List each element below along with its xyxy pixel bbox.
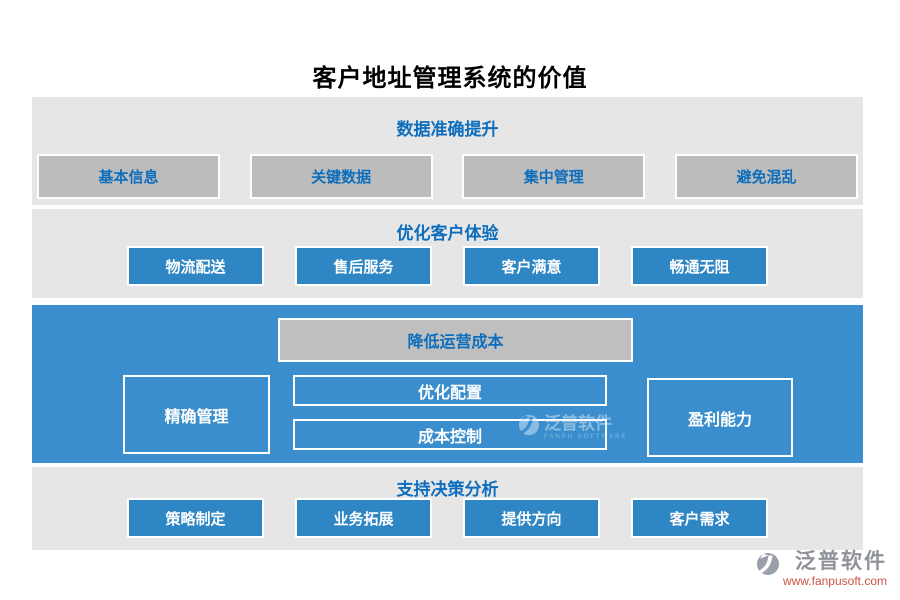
box-after-sales-service: 售后服务	[295, 246, 432, 286]
box-cost-control: 成本控制	[293, 419, 607, 450]
section-header-data-accuracy: 数据准确提升	[396, 120, 499, 139]
box-logistics-delivery: 物流配送	[127, 246, 264, 286]
fanpu-logo-icon	[756, 551, 780, 582]
page-title: 客户地址管理系统的价值	[312, 65, 588, 92]
fanpu-logo-text: 泛普软件 www.fanpusoft.com	[783, 551, 887, 587]
row-data-accuracy: 基本信息 关键数据 集中管理 避免混乱	[32, 154, 863, 199]
box-profitability: 盈利能力	[647, 378, 793, 457]
box-basic-info: 基本信息	[37, 154, 220, 199]
box-avoid-confusion: 避免混乱	[674, 154, 858, 199]
box-business-expansion: 业务拓展	[295, 498, 432, 538]
section-header-decision-support: 支持决策分析	[396, 480, 499, 499]
box-smooth-unimpeded: 畅通无阻	[631, 246, 768, 286]
box-provide-direction: 提供方向	[463, 498, 600, 538]
box-strategy-formulation: 策略制定	[127, 498, 264, 538]
row-decision-support: 策略制定 业务拓展 提供方向 客户需求	[32, 498, 863, 538]
fanpu-logo-url: www.fanpusoft.com	[782, 574, 887, 588]
fanpu-logo-name: 泛普软件	[795, 550, 887, 573]
row-customer-experience: 物流配送 售后服务 客户满意 畅通无阻	[32, 246, 863, 286]
section-customer-experience: 优化客户体验 物流配送 售后服务 客户满意 畅通无阻	[32, 209, 863, 298]
box-precise-management: 精确管理	[123, 375, 270, 454]
section-header-customer-experience: 优化客户体验	[396, 224, 499, 243]
box-customer-demand: 客户需求	[631, 498, 768, 538]
section-cost-reduction: 降低运营成本 精确管理 优化配置 成本控制 盈利能力 泛普软件 FANPU SO…	[32, 305, 863, 463]
box-cost-reduction-header: 降低运营成本	[278, 318, 633, 362]
box-optimized-allocation: 优化配置	[293, 375, 607, 406]
box-customer-satisfaction: 客户满意	[463, 246, 600, 286]
fanpu-logo: 泛普软件 www.fanpusoft.com	[756, 551, 887, 587]
section-decision-support: 支持决策分析 策略制定 业务拓展 提供方向 客户需求	[32, 467, 863, 550]
box-key-data: 关键数据	[249, 154, 433, 199]
box-centralized-management: 集中管理	[462, 154, 646, 199]
section-data-accuracy: 数据准确提升 基本信息 关键数据 集中管理 避免混乱	[32, 97, 863, 205]
